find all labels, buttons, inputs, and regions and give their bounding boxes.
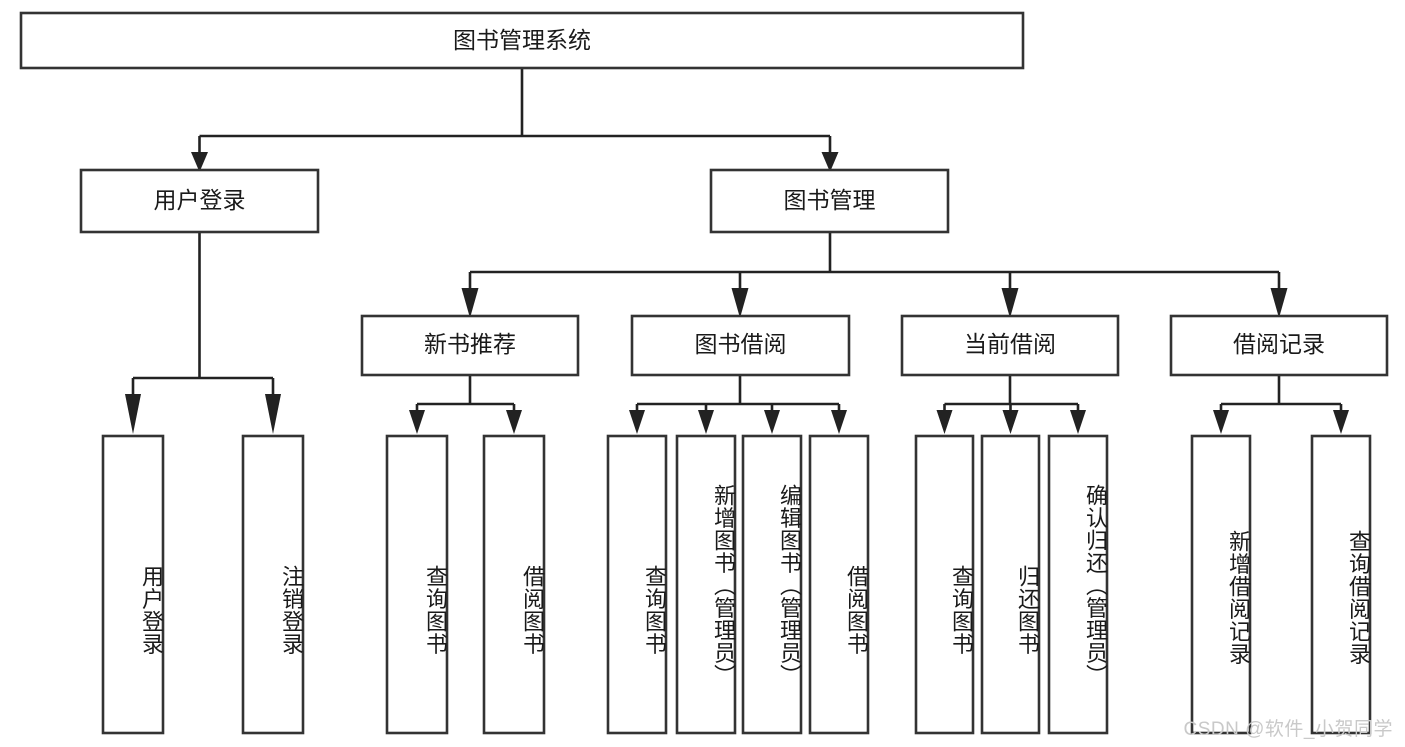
arrow-to-leaf-logout-login <box>265 394 281 434</box>
leaf-return-book-box[interactable] <box>980 434 1041 735</box>
node-new-book-recommend-label: 新书推荐 <box>424 331 516 357</box>
node-root-label: 图书管理系统 <box>453 27 591 53</box>
node-book-borrow[interactable]: 图书借阅 <box>630 314 851 377</box>
leaf-borrow-book-2-box[interactable] <box>808 434 870 735</box>
arrow-to-leaf-query-borrow-record <box>1333 410 1349 434</box>
arrow-to-book-management <box>821 152 839 172</box>
leaf-box-layer <box>101 434 1372 735</box>
node-borrow-record-box[interactable] <box>1169 314 1389 377</box>
arrow-to-leaf-borrow-book-1 <box>506 410 522 434</box>
arrow-to-leaf-user-login <box>125 394 141 434</box>
arrow-to-leaf-return-book <box>1002 410 1019 434</box>
leaf-query-book-2-box[interactable] <box>606 434 668 735</box>
arrow-to-leaf-add-book-admin <box>698 410 714 434</box>
node-root-box[interactable] <box>19 11 1025 70</box>
node-current-borrow-box[interactable] <box>900 314 1120 377</box>
leaf-query-book-3-box[interactable] <box>914 434 975 735</box>
arrow-to-book-borrow <box>731 288 749 318</box>
node-user-login-label: 用户登录 <box>154 187 246 213</box>
node-book-borrow-box[interactable] <box>630 314 851 377</box>
node-borrow-record-label: 借阅记录 <box>1233 331 1325 357</box>
leaf-edit-book-admin-box[interactable] <box>741 434 803 735</box>
arrow-to-borrow-record <box>1270 288 1288 318</box>
node-user-login-box[interactable] <box>79 168 320 234</box>
arrow-to-leaf-add-borrow-record <box>1213 410 1229 434</box>
connector-bookmgmt-trunk <box>468 232 1281 290</box>
connector-currentborrow-trunk <box>943 375 1080 412</box>
connector-userlogin-trunk <box>131 232 275 394</box>
connector-root-trunk <box>198 68 832 152</box>
leaf-user-login-box[interactable] <box>101 434 165 735</box>
node-book-management[interactable]: 图书管理 <box>709 168 950 234</box>
node-book-borrow-label: 图书借阅 <box>695 331 787 357</box>
node-user-login[interactable]: 用户登录 <box>79 168 320 234</box>
leaf-query-book-1-box[interactable] <box>385 434 449 735</box>
leaf-query-borrow-record-box[interactable] <box>1310 434 1372 735</box>
arrow-to-current-borrow <box>1001 288 1019 318</box>
node-book-management-box[interactable] <box>709 168 950 234</box>
node-borrow-record[interactable]: 借阅记录 <box>1169 314 1389 377</box>
arrow-to-user-login <box>191 152 208 172</box>
node-root[interactable]: 图书管理系统 <box>19 11 1025 70</box>
connector-layer <box>125 68 1349 434</box>
connector-bookborrow-trunk <box>635 375 841 412</box>
leaf-add-book-admin-box[interactable] <box>675 434 737 735</box>
arrow-to-leaf-confirm-return-admin <box>1070 410 1086 434</box>
arrow-to-leaf-query-book-1 <box>409 410 425 434</box>
leaf-borrow-book-1-box[interactable] <box>482 434 546 735</box>
arrow-to-leaf-borrow-book-2 <box>831 410 847 434</box>
leaf-add-borrow-record-box[interactable] <box>1190 434 1252 735</box>
node-new-book-recommend-box[interactable] <box>360 314 580 377</box>
node-book-management-label: 图书管理 <box>784 187 876 213</box>
connector-borrowrecord-trunk <box>1219 375 1343 412</box>
connector-newbook-trunk <box>415 375 516 412</box>
arrow-to-leaf-edit-book-admin <box>764 410 780 434</box>
node-new-book-recommend[interactable]: 新书推荐 <box>360 314 580 377</box>
arrow-to-new-book-recommend <box>461 288 479 318</box>
csdn-watermark: CSDN @软件_小贺同学 <box>1183 719 1393 740</box>
arrow-to-leaf-query-book-2 <box>629 410 645 434</box>
node-current-borrow[interactable]: 当前借阅 <box>900 314 1120 377</box>
leaf-logout-login-box[interactable] <box>241 434 305 735</box>
node-current-borrow-label: 当前借阅 <box>964 331 1056 357</box>
leaf-confirm-return-box[interactable] <box>1047 434 1109 735</box>
arrow-to-leaf-query-book-3 <box>936 410 953 434</box>
